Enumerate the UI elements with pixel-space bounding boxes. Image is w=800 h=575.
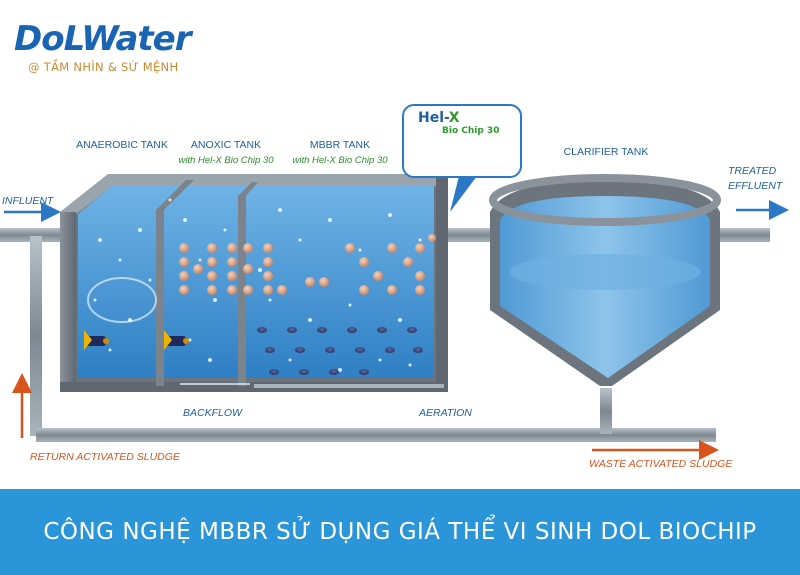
anoxic-tank-label: ANOXIC TANK <box>190 139 262 151</box>
return-sludge-label: RETURN ACTIVATED SLUDGE <box>30 451 180 463</box>
main-tank-left-wall <box>60 212 76 390</box>
anoxic-tank-subtitle: with Hel-X Bio Chip 30 <box>178 155 274 166</box>
logo-tagline: @ TẦM NHÌN & SỨ MỆNH <box>28 60 179 74</box>
banner-title: CÔNG NGHỆ MBBR SỬ DỤNG GIÁ THỂ VI SINH D… <box>43 519 757 545</box>
main-tank-rim <box>60 174 446 216</box>
partition-2 <box>238 182 258 386</box>
partition-1 <box>156 180 194 386</box>
aeration-label: AERATION <box>419 407 472 419</box>
main-tank-water <box>78 184 434 378</box>
treatment-plant-illustration <box>0 143 789 460</box>
mixing-swirl <box>87 277 157 323</box>
effluent-label: EFFLUENT <box>728 180 783 192</box>
influent-pipe <box>0 228 72 242</box>
anaerobic-tank-label: ANAEROBIC TANK <box>76 139 168 151</box>
backflow-label: BACKFLOW <box>183 407 242 419</box>
dolwater-logo: DoLWater @ TẦM NHÌN & SỨ MỆNH <box>14 19 192 74</box>
callout-pointer <box>450 172 480 212</box>
main-tank-right-wall <box>436 176 448 390</box>
mbbr-tank-subtitle: with Hel-X Bio Chip 30 <box>292 155 388 166</box>
clarifier-tank-label: CLARIFIER TANK <box>563 146 649 158</box>
return-sludge-pipe <box>30 236 42 436</box>
callout-product: Bio Chip 30 <box>442 126 500 136</box>
mbbr-tank-label: MBBR TANK <box>309 139 371 151</box>
treated-label: TREATED <box>728 165 777 177</box>
clarifier-rim <box>489 174 721 226</box>
aeration-diffusers <box>257 327 423 375</box>
biochip-carriers <box>179 234 436 295</box>
aeration-header <box>254 384 444 388</box>
clarifier-drain-pipe <box>600 388 612 434</box>
logo-wordmark: DoLWater <box>14 19 192 59</box>
mixer-icon <box>84 330 109 350</box>
title-banner: CÔNG NGHỆ MBBR SỬ DỤNG GIÁ THỂ VI SINH D… <box>0 489 800 575</box>
air-bubbles <box>93 198 422 372</box>
effluent-pipe <box>716 228 770 242</box>
clarifier-surface <box>509 254 701 290</box>
sludge-return-line <box>36 428 716 442</box>
transfer-pipe <box>440 228 500 242</box>
influent-label: INFLUENT <box>2 195 54 207</box>
callout-brand: Hel-X <box>418 110 460 126</box>
mixer-icon <box>164 330 189 350</box>
waste-sludge-label: WASTE ACTIVATED SLUDGE <box>589 458 733 470</box>
helx-callout: Hel-X Bio Chip 30 <box>402 104 522 178</box>
